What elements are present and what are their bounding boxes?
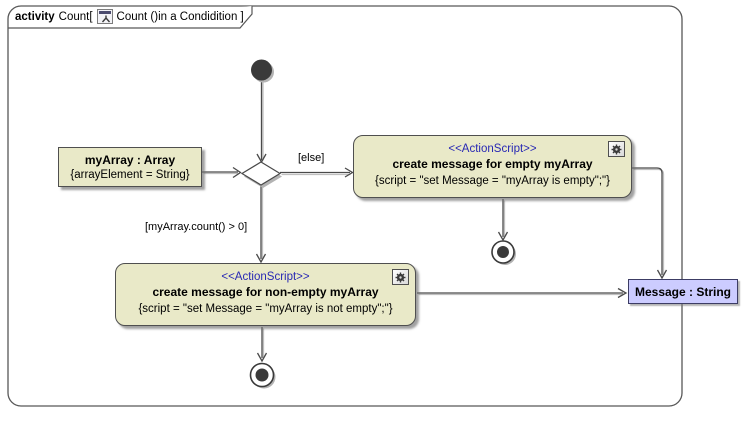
actionscript-gear-icon — [392, 269, 409, 285]
action-node-empty-myarray[interactable]: <<ActionScript>> create message for empt… — [353, 135, 632, 198]
action-node-nonempty-myarray[interactable]: <<ActionScript>> create message for non-… — [115, 263, 416, 326]
frame-activity-name: Count[ — [58, 10, 93, 23]
edge-shadows — [203, 82, 665, 359]
activity-diagram-icon — [96, 9, 113, 24]
object-node-constraint: {arrayElement = String} — [70, 169, 190, 181]
guard-label-count[interactable]: [myArray.count() > 0] — [145, 221, 248, 233]
decision-node[interactable] — [240, 161, 282, 186]
guard-label-else[interactable]: [else] — [298, 152, 325, 164]
edge-nonempty-action-to-message[interactable] — [417, 287, 628, 299]
edge-decision-to-empty-action[interactable] — [280, 167, 354, 178]
object-node-title: myArray : Array — [84, 153, 176, 167]
action-title: create message for empty myArray — [392, 157, 593, 171]
actionscript-gear-icon — [608, 141, 625, 157]
frame-keyword: activity — [15, 10, 55, 23]
frame-title[interactable]: activity Count[ Count ()in a Condidition… — [15, 9, 244, 24]
final-node-right[interactable] — [491, 240, 515, 264]
edge-empty-action-to-message[interactable] — [632, 167, 668, 280]
edge-myarray-to-decision[interactable] — [202, 166, 242, 179]
edge-empty-action-to-final[interactable] — [497, 199, 509, 242]
diagram-frame — [7, 5, 683, 407]
object-node-myarray[interactable]: myArray : Array {arrayElement = String} — [58, 147, 202, 187]
edge-decision-to-nonempty-action[interactable] — [255, 186, 267, 264]
action-title: create message for non-empty myArray — [152, 285, 379, 299]
action-script-constraint: {script = "set Message = "myArray is not… — [138, 303, 393, 315]
frame-diagram-ref: Count ()in a Condidition ] — [116, 10, 244, 23]
parameter-node-title: Message : String — [634, 284, 732, 299]
action-script-constraint: {script = "set Message = "myArray is emp… — [375, 175, 610, 187]
initial-node[interactable] — [251, 59, 272, 81]
stereotype-label: <<ActionScript>> — [448, 143, 537, 155]
stereotype-label: <<ActionScript>> — [221, 271, 310, 283]
parameter-node-message[interactable]: Message : String — [628, 279, 738, 304]
final-node-bottom[interactable] — [249, 362, 275, 388]
frame-title-tab[interactable] — [8, 6, 253, 29]
edge-nonempty-action-to-final[interactable] — [256, 327, 268, 363]
